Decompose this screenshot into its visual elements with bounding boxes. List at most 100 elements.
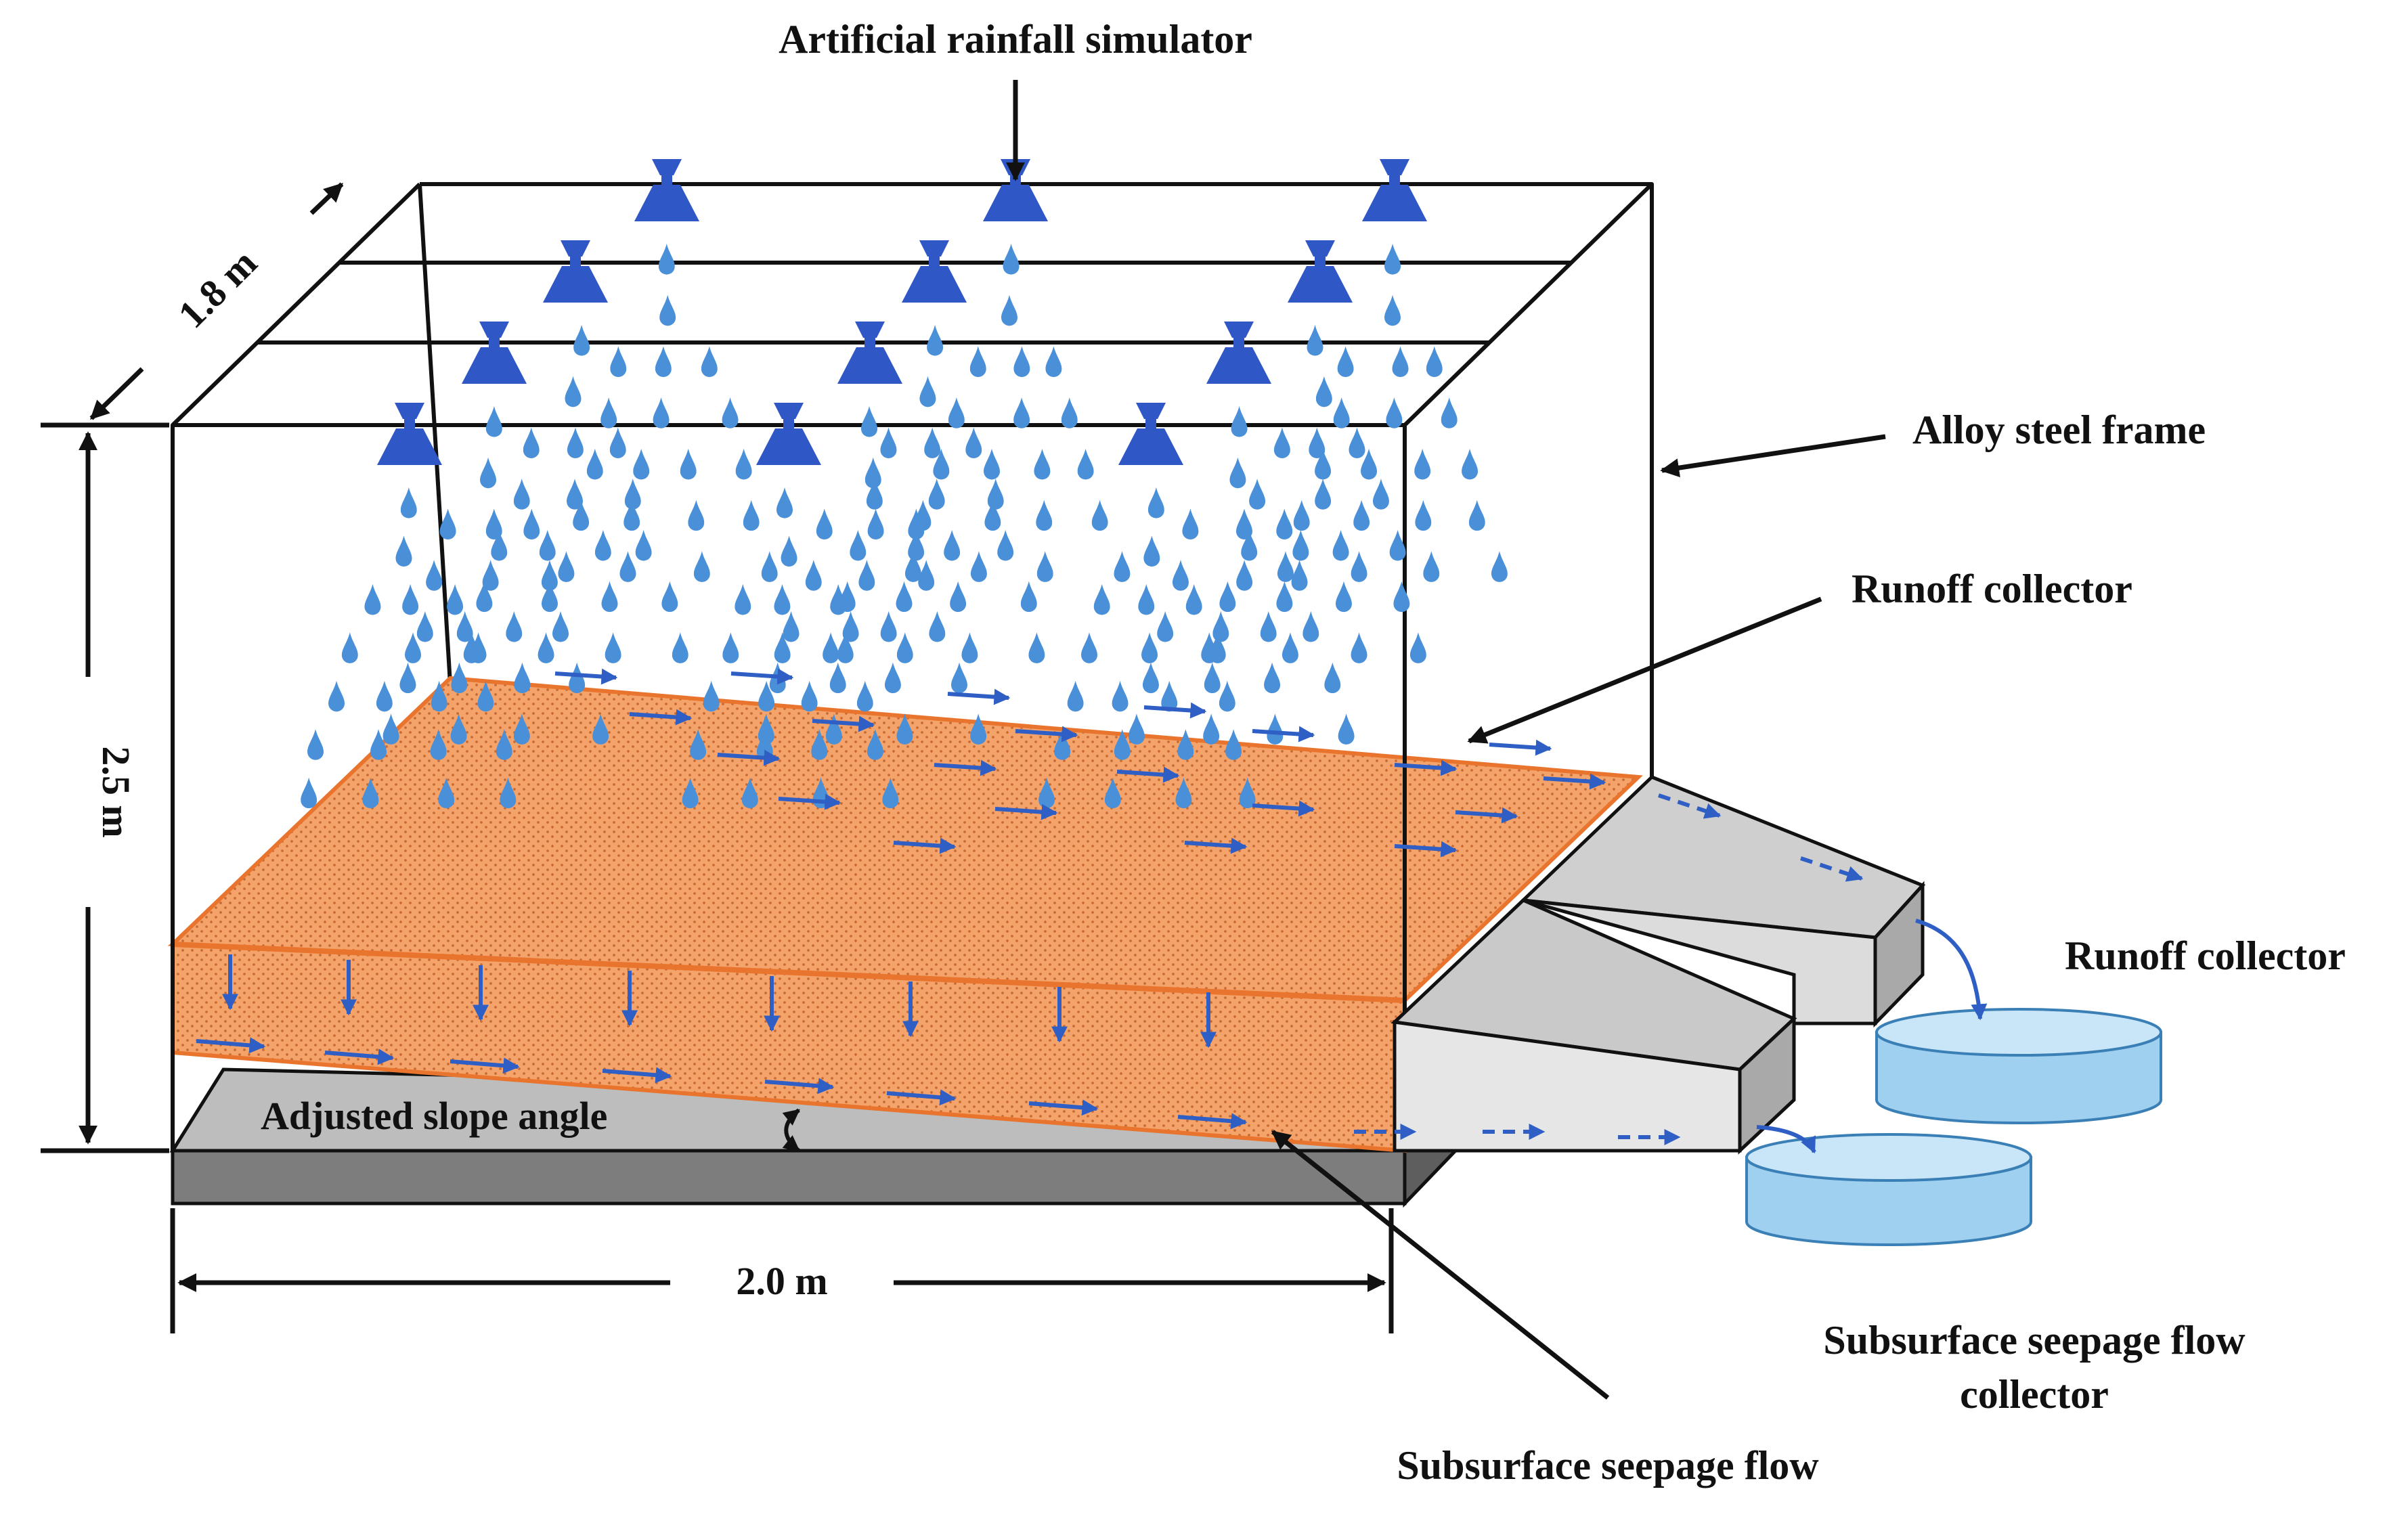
water-drop-icon — [928, 479, 945, 510]
water-drop-icon — [447, 583, 464, 615]
water-drop-icon — [567, 479, 584, 510]
water-drop-icon — [1013, 346, 1030, 378]
seepage-lateral-arrow — [1177, 1113, 1248, 1130]
water-drop-icon — [1276, 581, 1293, 613]
water-drop-icon — [655, 346, 672, 378]
water-drop-icon — [688, 500, 705, 531]
water-drop-icon — [948, 397, 965, 428]
water-drop-icon — [1067, 680, 1084, 712]
water-drop-icon — [970, 713, 987, 745]
sprinkler-nozzle-icon — [1362, 159, 1427, 221]
water-drop-icon — [776, 487, 793, 518]
water-drop-icon — [1353, 500, 1370, 531]
water-drop-icon — [761, 551, 778, 582]
water-drop-icon — [781, 535, 797, 567]
water-drop-icon — [1093, 583, 1110, 615]
water-drop-icon — [1231, 406, 1248, 437]
water-drop-icon — [1249, 479, 1266, 510]
seepage-collector-trough — [1354, 898, 1797, 1155]
sprinkler-nozzle-icon — [543, 240, 608, 303]
water-drop-icon — [1034, 448, 1051, 480]
water-drop-icon — [801, 680, 818, 712]
water-drop-icon — [451, 662, 468, 694]
water-drop-icon — [864, 457, 881, 489]
runoff-arrow — [893, 837, 957, 854]
sprinkler-nozzle-icon — [1288, 240, 1353, 303]
water-drop-icon — [1462, 448, 1479, 480]
water-drop-icon — [364, 583, 381, 615]
water-drop-icon — [1332, 529, 1349, 561]
runoff-arrow — [1489, 739, 1552, 756]
water-drop-icon — [735, 583, 751, 615]
sprinkler-nozzle-icon — [1206, 322, 1271, 384]
water-drop-icon — [661, 581, 678, 613]
water-drop-icon — [1282, 632, 1298, 663]
runoff-arrow — [994, 803, 1058, 820]
runoff-arrow — [1015, 726, 1078, 743]
water-drop-icon — [1315, 376, 1332, 407]
runoff-arrow — [778, 793, 841, 810]
water-drop-icon — [523, 427, 540, 459]
water-drop-icon — [1128, 713, 1145, 745]
water-drop-icon — [924, 427, 941, 459]
water-drop-icon — [1020, 581, 1037, 613]
water-drop-icon — [539, 529, 556, 561]
water-drop-icon — [635, 529, 652, 561]
water-drop-icon — [513, 479, 530, 510]
water-drop-icon — [1276, 508, 1293, 540]
water-drop-icon — [307, 729, 324, 760]
water-drop-icon — [653, 397, 670, 428]
runoff-tank — [1875, 919, 2162, 1124]
water-drop-icon — [1426, 346, 1443, 378]
water-drop-icon — [541, 560, 558, 591]
water-drop-icon — [919, 376, 936, 407]
label-rainfall-simulator: Artificial rainfall simulator — [779, 17, 1252, 62]
water-drop-icon — [743, 500, 760, 531]
water-drop-icon — [1337, 346, 1354, 378]
water-drop-icon — [1264, 662, 1281, 694]
water-drop-icon — [1309, 427, 1326, 459]
soil-layer — [167, 676, 1643, 1153]
water-drop-icon — [1204, 662, 1221, 694]
label-alloy-steel-frame: Alloy steel frame — [1912, 407, 2206, 452]
label-height-dimension: 2.5 m — [94, 746, 138, 837]
runoff-arrow — [1543, 773, 1606, 790]
runoff-arrow — [717, 749, 781, 766]
water-drop-icon — [672, 632, 688, 663]
water-drop-icon — [1324, 662, 1341, 694]
water-drop-icon — [829, 662, 846, 694]
water-drop-icon — [880, 611, 897, 642]
slope-angle-arc — [782, 1108, 800, 1153]
label-depth-dimension: 1.8 m — [169, 240, 265, 336]
water-drop-icon — [1143, 535, 1160, 567]
water-drop-icon — [1236, 560, 1253, 591]
water-drop-icon — [1333, 397, 1350, 428]
dimension-lines — [41, 182, 1394, 1333]
label-seepage-collector-line1: Subsurface seepage flow — [1823, 1318, 2246, 1363]
water-drop-icon — [552, 611, 569, 642]
sprinkler-nozzle-icon — [462, 322, 527, 384]
runoff-arrow — [812, 715, 875, 732]
water-drop-icon — [884, 662, 901, 694]
water-drop-icon — [659, 294, 676, 326]
runoff-arrow — [1143, 702, 1207, 719]
water-drop-icon — [1003, 244, 1020, 275]
water-drop-icon — [480, 457, 497, 489]
water-drop-icon — [774, 583, 791, 615]
water-drop-icon — [1172, 560, 1189, 591]
water-drop-icon — [485, 508, 502, 540]
water-drop-icon — [633, 448, 650, 480]
water-drop-icon — [951, 662, 968, 694]
water-drop-icon — [1081, 632, 1098, 663]
water-drop-icon — [341, 632, 358, 663]
seepage-tank — [1745, 1125, 2032, 1246]
water-drop-icon — [965, 427, 982, 459]
water-drop-icon — [680, 448, 697, 480]
water-drop-icon — [439, 508, 456, 540]
water-drop-icon — [1142, 662, 1159, 694]
water-drop-icon — [399, 662, 416, 694]
water-drop-icon — [816, 508, 833, 540]
water-drop-icon — [987, 479, 1004, 510]
water-drop-icon — [482, 560, 499, 591]
